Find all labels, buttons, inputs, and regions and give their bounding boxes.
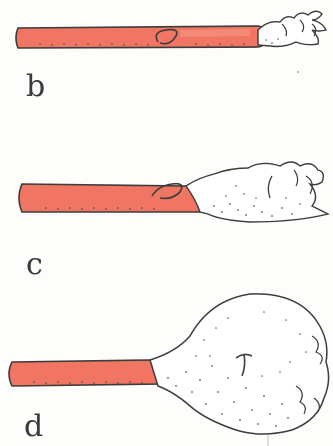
- panel-b-drawing: [16, 11, 326, 48]
- panel-c-swelling: [186, 162, 328, 222]
- panel-b-highlight: [180, 29, 250, 37]
- panel-d-drawing: [9, 294, 329, 434]
- panel-label-c: c: [26, 250, 43, 280]
- panel-c-drawing: [19, 162, 328, 222]
- panel-d-bulb: [150, 294, 329, 434]
- panel-label-b: b: [26, 72, 45, 102]
- panel-d-tube: [9, 360, 162, 386]
- panel-b-tube: [16, 26, 266, 48]
- panel-label-d: d: [24, 412, 43, 442]
- paper-speck: [297, 71, 299, 73]
